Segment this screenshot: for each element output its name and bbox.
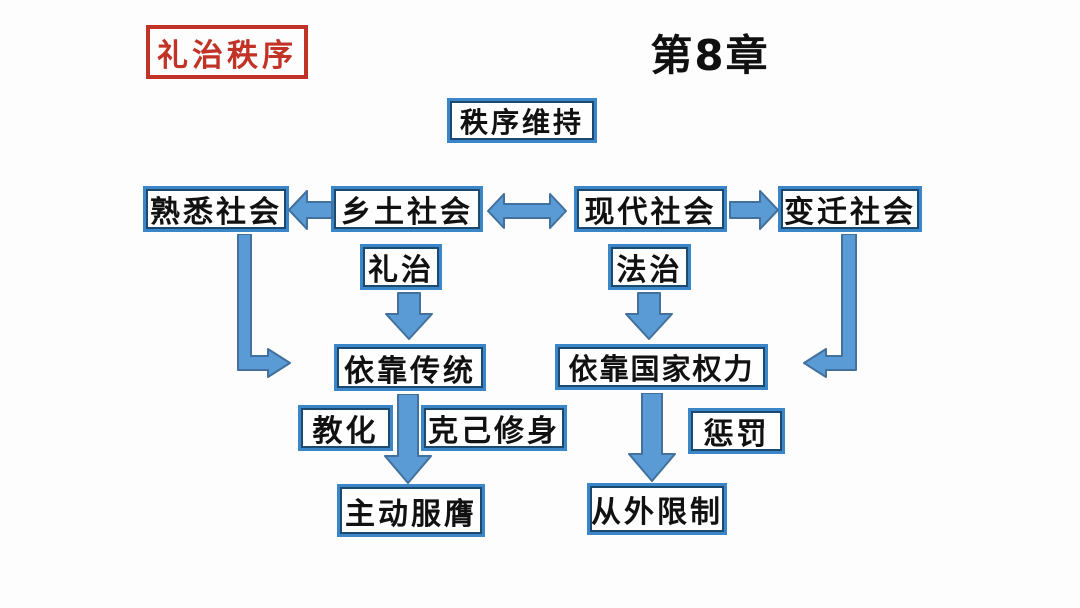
node-rely-on-tradition: 依靠传统: [334, 344, 486, 391]
node-rule-of-law: 法治: [608, 244, 691, 290]
arrow-rural-modern-double-icon: [487, 193, 567, 229]
arrow-rural-to-familiar-icon: [288, 190, 333, 230]
arrow-modern-to-changing-icon: [729, 190, 779, 230]
node-self-cultivation: 克己修身: [421, 405, 567, 451]
node-familiar-society: 熟悉社会: [143, 186, 289, 232]
node-changing-society: 变迁社会: [778, 186, 922, 232]
arrow-li-to-tradition-icon: [385, 292, 433, 340]
chapter-title: 第8章: [650, 30, 770, 80]
title-badge: 礼治秩序: [146, 25, 308, 79]
arrow-state-to-restraint-icon: [628, 393, 676, 482]
node-moral-education: 教化: [298, 405, 393, 451]
arrow-tradition-to-obedience-icon: [384, 394, 432, 484]
node-rural-society: 乡土社会: [331, 186, 483, 232]
arrow-familiar-to-tradition-elbow-icon: [237, 234, 291, 378]
title-badge-label: 礼治秩序: [157, 37, 297, 74]
node-active-obedience: 主动服膺: [337, 484, 485, 537]
node-rely-on-state-power: 依靠国家权力: [555, 344, 768, 390]
arrow-changing-to-state-elbow-icon: [803, 234, 857, 378]
node-external-restraint: 从外限制: [587, 483, 727, 535]
node-rule-of-ritual: 礼治: [360, 244, 442, 290]
node-modern-society: 现代社会: [574, 186, 727, 232]
node-punishment: 惩罚: [688, 408, 785, 454]
node-order-maintenance: 秩序维持: [447, 98, 597, 143]
arrow-fa-to-state-icon: [625, 292, 673, 340]
